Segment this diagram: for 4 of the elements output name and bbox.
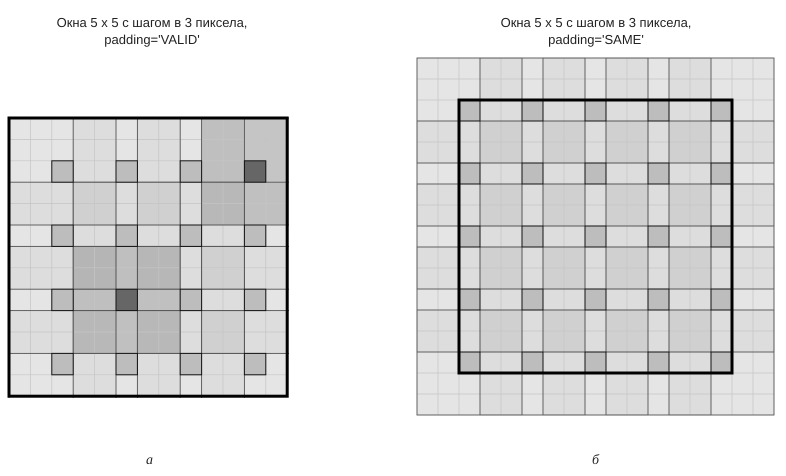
caption-text: Окна 5 x 5 с шагом в 3 пиксела, padding='SAME' <box>500 14 692 48</box>
panel-label: б <box>592 453 600 469</box>
panel-label: а <box>146 453 153 469</box>
caption-text: Окна 5 x 5 с шагом в 3 пиксела, padding='VALID' <box>56 14 248 48</box>
